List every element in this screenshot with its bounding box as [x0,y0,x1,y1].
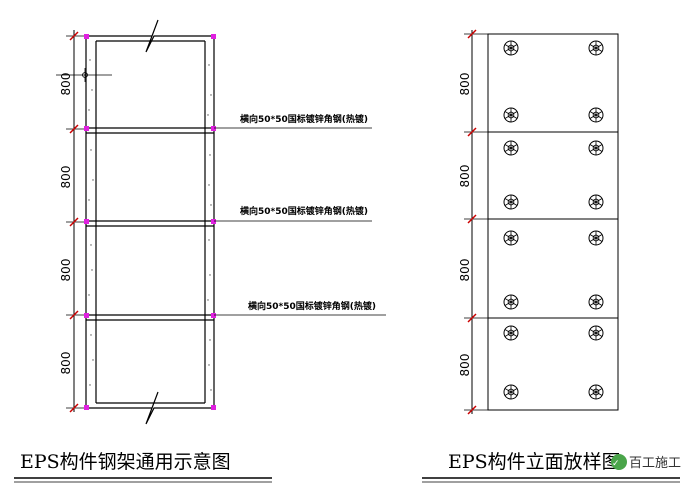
left-dim-3: 800 [59,259,73,282]
watermark-text: 百工施工 [629,456,681,471]
left-dim-2: 800 [59,166,73,189]
anchor-icon [588,230,604,246]
post-hatching [88,59,212,391]
crosshair-marker [56,68,112,82]
anchor-icon [503,325,519,341]
anchor-symbols [503,40,604,400]
watermark-logo [611,454,627,470]
watermark: ✓ 百工施工 [611,454,681,471]
anchor-icon [503,230,519,246]
anchor-icon [588,194,604,210]
anchor-icon [503,140,519,156]
leader-lines [214,127,386,316]
left-diagram-title: EPS构件钢架通用示意图 [20,451,231,473]
right-dim-3: 800 [458,259,472,282]
left-frame-diagram: 800 800 800 800 [14,19,386,483]
anchor-icon [503,294,519,310]
right-dim-4: 800 [458,354,472,377]
steel-frame [85,19,215,425]
right-dim-1: 800 [458,73,472,96]
annotation-angle-steel-3: 横向50*50国标镀锌角钢(热镀) [248,300,376,312]
annotation-angle-steel-1: 横向50*50国标镀锌角钢(热镀) [240,113,368,125]
anchor-icon [588,107,604,123]
watermark-logo-glyph: ✓ [612,459,620,469]
left-dimension-ticks [69,31,79,413]
anchor-icon [588,140,604,156]
anchor-icon [588,294,604,310]
eps-panels [487,33,619,411]
right-dim-2: 800 [458,165,472,188]
left-dim-4: 800 [59,352,73,375]
left-dim-1: 800 [59,73,73,96]
annotation-angle-steel-2: 横向50*50国标镀锌角钢(热镀) [240,205,368,217]
horizontal-angle-steels [86,127,214,321]
anchor-icon [503,194,519,210]
right-elevation-diagram: 800 800 800 800 EPS构件立面放样图 [422,29,680,483]
anchor-icon [503,40,519,56]
anchor-icon [503,107,519,123]
anchor-icon [588,384,604,400]
right-extension-lines [464,33,488,411]
corner-markers [84,34,216,410]
right-diagram-title: EPS构件立面放样图 [448,451,621,473]
anchor-icon [503,384,519,400]
anchor-icon [588,325,604,341]
right-dimension-ticks [467,29,477,415]
anchor-icon [588,40,604,56]
